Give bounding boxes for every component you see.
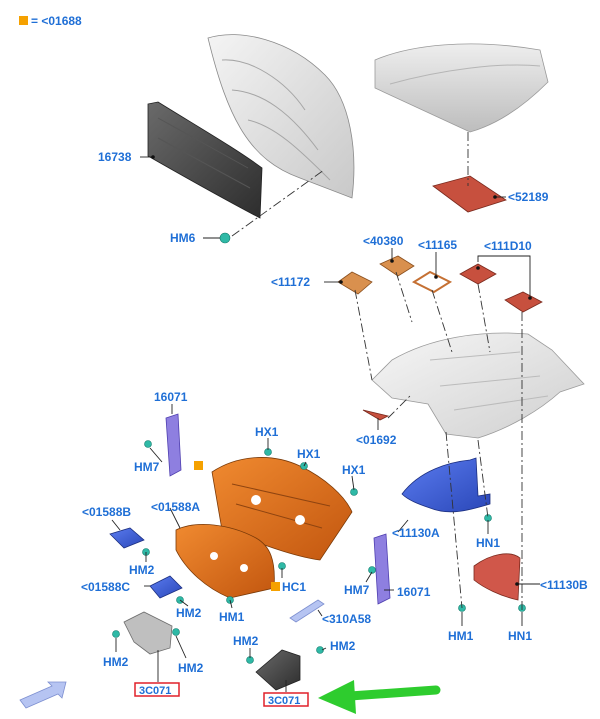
clip-01692 <box>362 409 390 421</box>
label-52189: <52189 <box>508 190 549 204</box>
label-310a58: <310A58 <box>322 612 371 626</box>
bracket-3c071-right <box>255 649 301 691</box>
label-hm1-right: HM1 <box>448 629 474 643</box>
part-11130b <box>473 553 521 601</box>
side-strip-left <box>165 413 182 477</box>
label-hc1: HC1 <box>282 580 306 594</box>
label-hx1-c: HX1 <box>342 463 366 477</box>
label-16071-right: 16071 <box>397 585 431 599</box>
dash-panel-lower <box>175 524 275 599</box>
label-hn1-a: HN1 <box>476 536 500 550</box>
pad-40380 <box>379 255 415 277</box>
label-hm2-d: HM2 <box>178 661 204 675</box>
label-hm7-left: HM7 <box>134 460 160 474</box>
label-hm1-left: HM1 <box>219 610 245 624</box>
hood-insulator <box>147 101 263 219</box>
leader-lines <box>111 155 540 692</box>
bracket-3c071-left <box>123 611 173 655</box>
pad-11172 <box>337 271 373 295</box>
label-11130b: <11130B <box>540 578 588 592</box>
label-hm2-b: HM2 <box>176 606 202 620</box>
hood-panel <box>207 34 355 199</box>
part-11130a <box>401 457 491 513</box>
label-16738: 16738 <box>98 150 132 164</box>
panel-01588b <box>109 527 145 549</box>
callout-right-text: 3C071 <box>268 695 300 707</box>
callout-left-text: 3C071 <box>139 685 171 697</box>
callout-right-box <box>263 692 309 707</box>
assembly-lines <box>231 132 523 612</box>
label-16071-left: 16071 <box>154 390 188 404</box>
label-hn1-b: HN1 <box>508 629 532 643</box>
label-111d10: <111D10 <box>484 239 532 253</box>
label-hm6: HM6 <box>170 231 196 245</box>
panel-01588c <box>149 575 183 599</box>
pad-111d10-b <box>504 291 543 313</box>
label-hm2-a: HM2 <box>129 563 155 577</box>
side-strip-right <box>373 533 391 605</box>
floor-pan <box>371 332 585 439</box>
roof-panel <box>374 43 549 133</box>
labels: 16738 HM6 <52189 <40380 <11165 <111D10 <… <box>81 150 588 707</box>
label-11165: <11165 <box>418 238 457 252</box>
label-hm2-e: HM2 <box>233 634 259 648</box>
fasteners <box>112 232 526 664</box>
view-direction-arrow-icon <box>19 681 67 709</box>
label-hx1-a: HX1 <box>255 425 279 439</box>
marker-dash-panel <box>194 461 203 470</box>
label-hm2-f: HM2 <box>330 639 356 653</box>
legend-text: = <01688 <box>31 14 82 28</box>
label-40380: <40380 <box>363 234 404 248</box>
label-01692: <01692 <box>356 433 397 447</box>
pad-111d10-a <box>459 263 497 285</box>
pad-11165 <box>411 270 453 294</box>
roof-pad <box>432 175 507 213</box>
legend: = <01688 <box>19 14 82 28</box>
label-01588c: <01588C <box>81 580 130 594</box>
label-11172: <11172 <box>271 275 310 289</box>
marker-lower-panel <box>271 582 280 591</box>
label-hm7-right: HM7 <box>344 583 370 597</box>
label-hx1-b: HX1 <box>297 447 321 461</box>
part-310a58 <box>289 599 325 623</box>
callout-left-box <box>134 682 180 697</box>
green-arrow <box>318 680 441 714</box>
label-hm2-c: HM2 <box>103 655 129 669</box>
label-01588b: <01588B <box>82 505 131 519</box>
legend-swatch <box>19 16 28 25</box>
label-01588a: <01588A <box>151 500 200 514</box>
label-11130a: <11130A <box>392 526 440 540</box>
